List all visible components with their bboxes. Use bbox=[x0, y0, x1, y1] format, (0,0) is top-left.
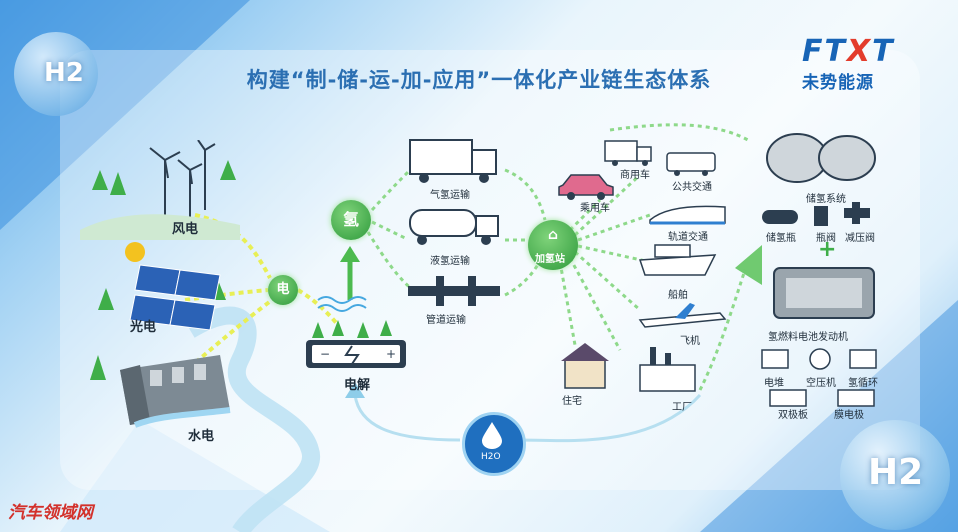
sys-reducer-label: 减压阀 bbox=[845, 233, 875, 244]
sys-bipolar-label: 双极板 bbox=[778, 410, 808, 421]
compressor-icon bbox=[809, 348, 831, 370]
app-bus-label: 公共交通 bbox=[672, 182, 712, 193]
airplane-icon bbox=[638, 303, 727, 328]
refuel-station-node: ⌂ bbox=[528, 220, 578, 270]
valve-icon bbox=[814, 206, 828, 226]
electrolysis-label: 电解 bbox=[344, 378, 371, 393]
brand-logo: FTXT bbox=[802, 34, 895, 69]
membrane-icon bbox=[837, 389, 875, 407]
application-illustrations bbox=[558, 140, 727, 392]
engine-icon bbox=[773, 267, 875, 319]
sys-stack-label: 电堆 bbox=[764, 378, 784, 389]
app-ship-label: 船舶 bbox=[668, 290, 688, 301]
svg-text:+: + bbox=[386, 347, 396, 361]
h2-bubble-top-left bbox=[14, 32, 98, 116]
sys-recirc-label: 氢循环 bbox=[848, 378, 878, 389]
transport-gas-label: 气氢运输 bbox=[430, 190, 470, 201]
commercial-truck-icon bbox=[604, 140, 652, 166]
hydrogen-node: 氢 bbox=[331, 200, 371, 240]
storage-system-icon bbox=[766, 133, 876, 183]
app-plane-label: 飞机 bbox=[680, 336, 700, 347]
plus-icon: + bbox=[818, 237, 836, 262]
sys-valve-label: 瓶阀 bbox=[816, 233, 836, 244]
bus-icon bbox=[666, 152, 716, 176]
pipeline-icon bbox=[408, 276, 500, 306]
app-rail-label: 轨道交通 bbox=[668, 232, 708, 243]
transport-liquid-label: 液氢运输 bbox=[430, 256, 470, 267]
watermark: 汽车领域网 bbox=[8, 503, 93, 523]
source-hydro-label: 水电 bbox=[188, 429, 215, 444]
source-illustrations bbox=[80, 140, 240, 428]
hydro-dam-icon bbox=[120, 355, 231, 428]
transport-illustrations bbox=[408, 139, 500, 306]
ship-icon bbox=[638, 244, 717, 276]
brand-mark-x: X bbox=[846, 34, 873, 69]
app-house-label: 住宅 bbox=[562, 396, 582, 407]
recirc-icon bbox=[849, 349, 877, 369]
electrolyzer-icon: − + bbox=[306, 320, 406, 368]
house-icon bbox=[561, 343, 609, 389]
transport-pipeline-label: 管道运输 bbox=[426, 315, 466, 326]
bottle-icon bbox=[762, 210, 798, 224]
app-car-label: 乘用车 bbox=[580, 203, 610, 214]
system-illustrations: + bbox=[761, 133, 877, 407]
sys-storage-label: 储氢系统 bbox=[806, 194, 846, 205]
rail-train-icon bbox=[649, 205, 726, 225]
source-solar-label: 光电 bbox=[130, 320, 157, 335]
passenger-car-icon bbox=[558, 174, 614, 200]
brand-name: 未势能源 bbox=[802, 73, 874, 93]
sys-engine-label: 氢燃料电池发动机 bbox=[768, 332, 848, 343]
h2-bubble-bottom-right-label: H2 bbox=[868, 452, 924, 493]
svg-text:−: − bbox=[320, 347, 330, 361]
solar-panel-icon bbox=[129, 264, 221, 331]
app-truck-label: 商用车 bbox=[620, 170, 650, 181]
stack-icon bbox=[761, 349, 789, 369]
sys-bottle-label: 储氢瓶 bbox=[766, 233, 796, 244]
app-factory-label: 工厂 bbox=[672, 402, 692, 413]
h2-bubble-top-left-label: H2 bbox=[44, 58, 84, 88]
sun-icon bbox=[125, 242, 145, 262]
reducer-icon bbox=[844, 202, 870, 224]
station-label: 加氢站 bbox=[535, 254, 565, 265]
page-title: 构建“制-储-运-加-应用”一体化产业链生态体系 bbox=[246, 68, 712, 92]
gas-truck-icon bbox=[409, 139, 497, 183]
liquid-tanker-icon bbox=[409, 209, 499, 245]
water-label: H2O bbox=[481, 452, 501, 462]
station-building-icon: ⌂ bbox=[547, 227, 559, 243]
water-drop-icon bbox=[482, 422, 502, 449]
factory-icon bbox=[639, 347, 696, 392]
brand-mark-prefix: FT bbox=[802, 34, 847, 69]
h2-bubble-bottom-right bbox=[840, 420, 950, 530]
electricity-node: 电 bbox=[268, 275, 298, 305]
sys-compressor-label: 空压机 bbox=[806, 378, 836, 389]
brand-mark-suffix: T bbox=[872, 34, 895, 69]
wind-turbine-icon bbox=[149, 140, 216, 225]
bipolar-icon bbox=[769, 389, 807, 407]
sys-membrane-label: 膜电极 bbox=[834, 410, 864, 421]
source-wind-label: 风电 bbox=[172, 222, 199, 237]
